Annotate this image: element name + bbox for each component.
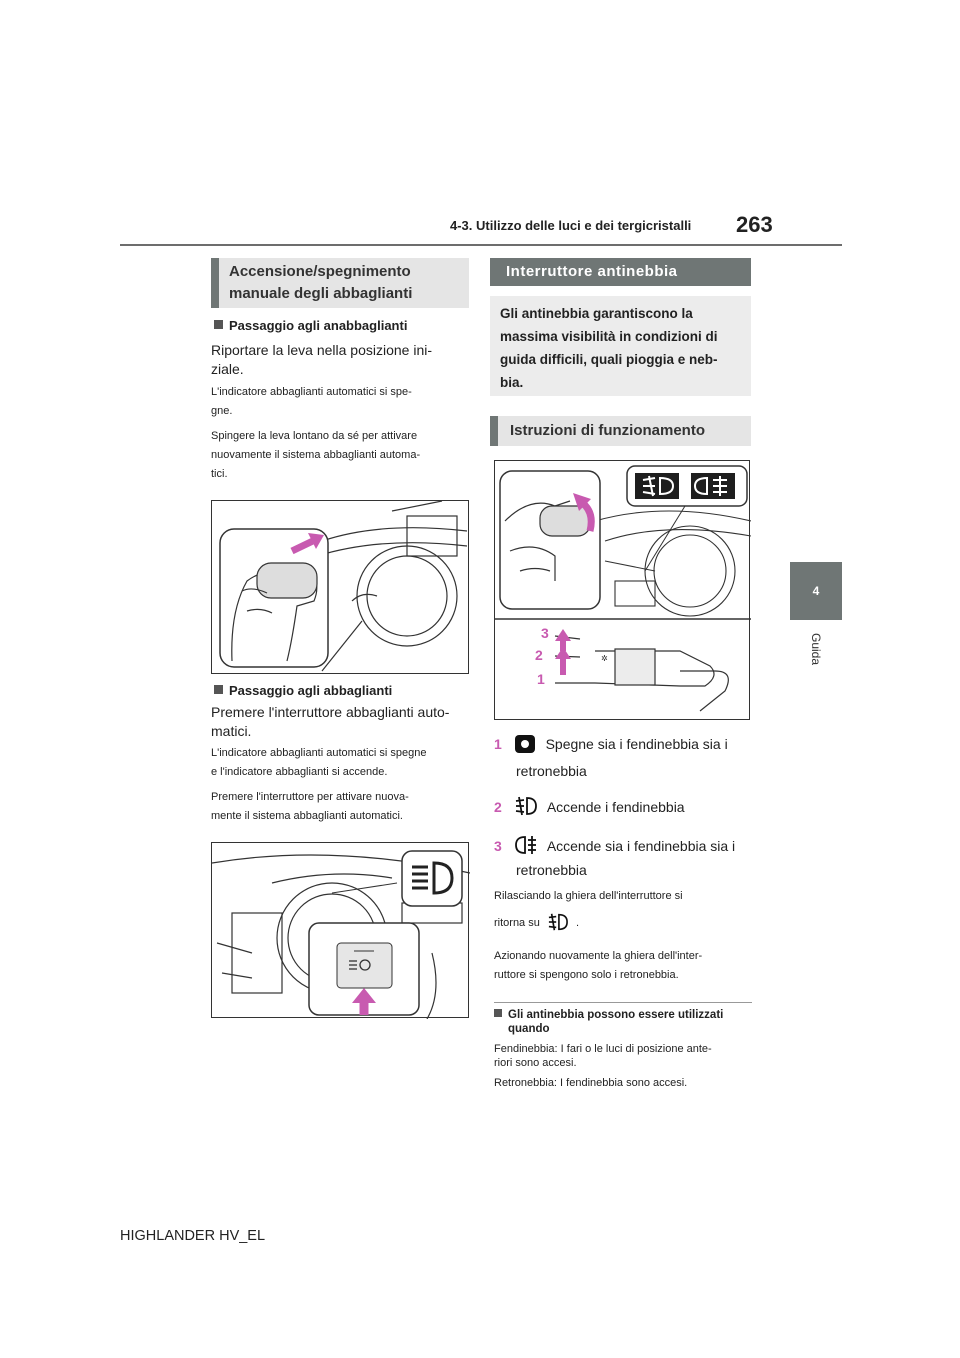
list-item-1: 1 Spegne sia i fendinebbia sia i [494, 734, 728, 757]
svg-text:✲: ✲ [601, 654, 608, 663]
chapter-tab[interactable]: 4 [790, 562, 842, 620]
list-item-1-continued: retronebbia [516, 763, 587, 779]
off-icon [514, 734, 536, 757]
running-header: 4-3. Utilizzo delle luci e dei tergicris… [450, 218, 692, 233]
list-item-3-continued: retronebbia [516, 862, 587, 878]
subheading-high-beam: Passaggio agli abbaglianti [214, 683, 392, 698]
info-body: Fendinebbia: I fari o le luci di posizio… [494, 1043, 712, 1089]
low-beam-notes: L'indicatore abbaglianti automatici si s… [211, 386, 421, 480]
figure-label-2: 2 [535, 647, 543, 663]
figure-lever-push [211, 500, 469, 674]
figure-label-3: 3 [541, 625, 549, 641]
figure-label-1: 1 [537, 671, 545, 687]
section-heading-instructions: Istruzioni di funzionamento [490, 416, 751, 446]
footer-model: HIGHLANDER HV_EL [120, 1228, 266, 1244]
front-fog-icon [547, 912, 569, 939]
high-beam-notes: L'indicatore abbaglianti automatici si s… [211, 747, 427, 822]
info-title: Gli antinebbia possono essere utilizzati… [494, 1008, 723, 1036]
fog-notes: Rilasciando la ghiera dell'interruttore … [494, 890, 703, 981]
section-heading-fog-switch: Interruttore antinebbia [490, 258, 751, 286]
section-heading-high-beam: Accensione/spegnimento manuale degli abb… [211, 258, 469, 308]
header-rule [120, 244, 842, 246]
front-fog-icon [514, 795, 538, 820]
chapter-label: Guida [809, 632, 824, 666]
figure-auto-high-beam-switch [211, 842, 470, 1019]
page-number: 263 [736, 212, 773, 237]
rear-fog-icon [514, 834, 538, 859]
list-item-2: 2 Accende i fendinebbia [494, 795, 685, 820]
list-item-3: 3 Accende sia i fendinebbia sia i [494, 834, 735, 859]
subheading-low-beam: Passaggio agli anabbaglianti [214, 318, 407, 333]
low-beam-instruction: Riportare la leva nella posizione ini-zi… [211, 342, 433, 377]
figure-fog-switch: ✲ 3 2 1 [494, 460, 751, 720]
separator [494, 1002, 752, 1003]
high-beam-instruction: Premere l'interruttore abbaglianti auto-… [211, 704, 450, 739]
